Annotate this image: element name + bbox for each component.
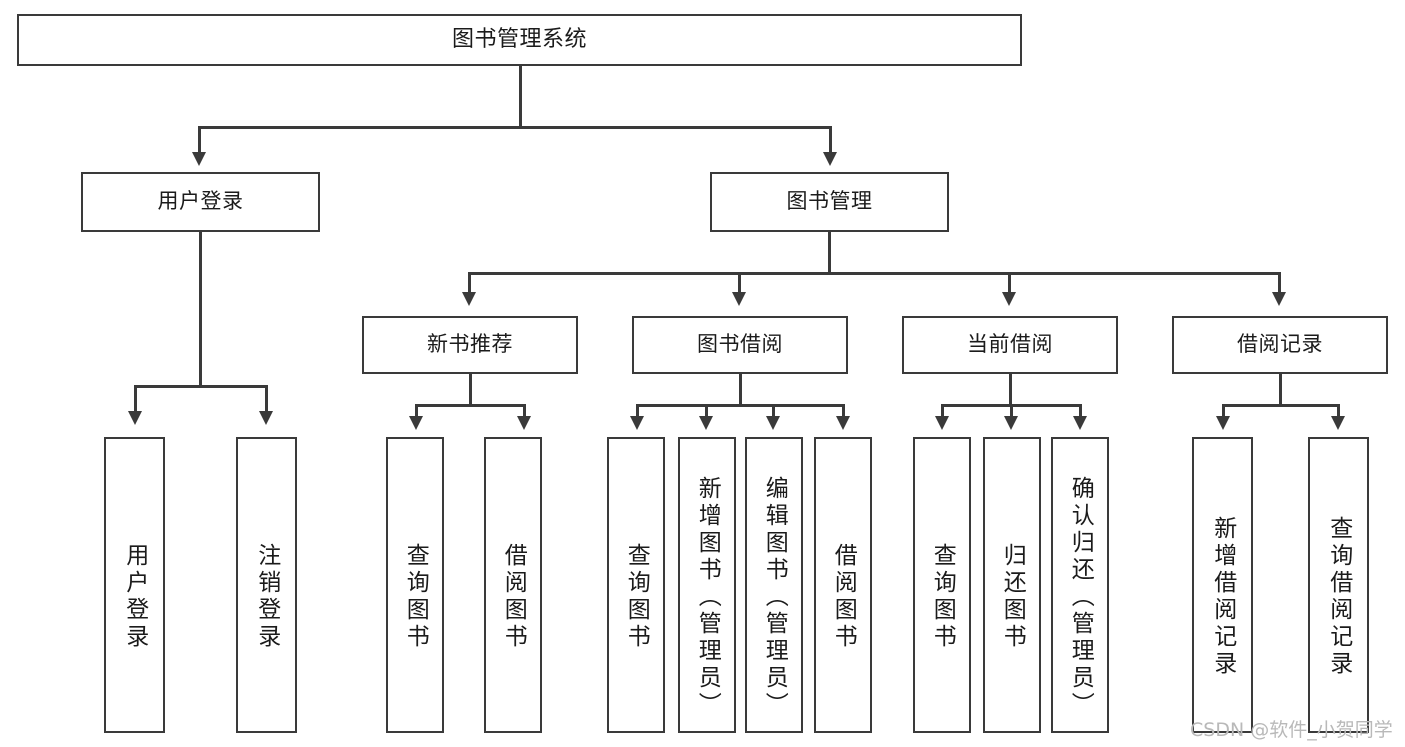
connector-bb-to-leaf-4: [842, 404, 845, 418]
connector-bb-to-leaf-3: [772, 404, 775, 418]
connector-borrow-record-bus: [1222, 404, 1339, 407]
node-label: 查询图书: [402, 543, 429, 651]
connector-user-login-to-leaf-1: [134, 385, 137, 413]
node-label: 归还图书: [999, 543, 1026, 651]
connector-cb-to-leaf-1: [941, 404, 944, 418]
connector-bm-to-current-borrow: [1008, 272, 1011, 294]
connector-user-login-to-leaf-2: [265, 385, 268, 413]
node-book-management[interactable]: 图书管理: [710, 172, 949, 232]
connector-root-stem: [519, 66, 522, 128]
arrowhead-cb-to-leaf-2: [1004, 416, 1018, 430]
node-label: 图书管理系统: [451, 26, 587, 52]
connector-borrow-record-stem: [1279, 374, 1282, 406]
node-borrow-record[interactable]: 借阅记录: [1172, 316, 1388, 374]
arrowhead-new-book-to-leaf-2: [517, 416, 531, 430]
connector-book-borrow-stem: [739, 374, 742, 406]
connector-cb-to-leaf-2: [1010, 404, 1013, 418]
leaf-new-book-query-book[interactable]: 查询图书: [386, 437, 444, 733]
leaf-book-borrow-add-book-admin[interactable]: 新增图书（管理员）: [678, 437, 736, 733]
node-label: 借阅图书: [500, 543, 527, 651]
arrowhead-br-to-leaf-2: [1331, 416, 1345, 430]
leaf-book-borrow-query-book[interactable]: 查询图书: [607, 437, 665, 733]
leaf-book-borrow-edit-book-admin[interactable]: 编辑图书（管理员）: [745, 437, 803, 733]
connector-new-book-stem: [469, 374, 472, 406]
node-label: 用户登录: [157, 189, 244, 214]
arrowhead-bb-to-leaf-4: [836, 416, 850, 430]
leaf-borrow-record-add-record[interactable]: 新增借阅记录: [1192, 437, 1253, 733]
connector-bb-to-leaf-1: [636, 404, 639, 418]
node-label: 编辑图书（管理员）: [761, 475, 788, 719]
arrowhead-bm-to-borrow-record: [1272, 292, 1286, 306]
node-label: 借阅记录: [1237, 332, 1323, 357]
connector-bm-to-book-borrow: [738, 272, 741, 294]
arrowhead-cb-to-leaf-1: [935, 416, 949, 430]
connector-book-management-stem: [828, 232, 831, 274]
arrowhead-root-to-user-login: [192, 152, 206, 166]
node-new-book-recommend[interactable]: 新书推荐: [362, 316, 578, 374]
arrowhead-bb-to-leaf-1: [630, 416, 644, 430]
node-label: 新增借阅记录: [1209, 516, 1236, 678]
leaf-current-borrow-query-book[interactable]: 查询图书: [913, 437, 971, 733]
node-book-borrow[interactable]: 图书借阅: [632, 316, 848, 374]
arrowhead-new-book-to-leaf-1: [409, 416, 423, 430]
leaf-user-login-login[interactable]: 用户登录: [104, 437, 165, 733]
arrowhead-bb-to-leaf-2: [699, 416, 713, 430]
connector-new-book-to-leaf-2: [523, 404, 526, 418]
connector-user-login-bus: [134, 385, 267, 388]
node-label: 图书借阅: [697, 332, 783, 357]
arrowhead-bm-to-book-borrow: [732, 292, 746, 306]
leaf-borrow-record-query-record[interactable]: 查询借阅记录: [1308, 437, 1369, 733]
leaf-user-login-logout[interactable]: 注销登录: [236, 437, 297, 733]
arrowhead-bm-to-current-borrow: [1002, 292, 1016, 306]
connector-bm-to-new-book: [468, 272, 471, 294]
node-current-borrow[interactable]: 当前借阅: [902, 316, 1118, 374]
connector-user-login-stem: [199, 232, 202, 387]
connector-cb-to-leaf-3: [1079, 404, 1082, 418]
node-label: 查询图书: [623, 543, 650, 651]
node-label: 用户登录: [121, 543, 148, 651]
connector-new-book-bus: [415, 404, 525, 407]
connector-bm-to-borrow-record: [1278, 272, 1281, 294]
arrowhead-root-to-book-management: [823, 152, 837, 166]
arrowhead-br-to-leaf-1: [1216, 416, 1230, 430]
leaf-new-book-borrow-book[interactable]: 借阅图书: [484, 437, 542, 733]
node-label: 新书推荐: [427, 332, 513, 357]
node-label: 查询图书: [929, 543, 956, 651]
leaf-book-borrow-borrow-book[interactable]: 借阅图书: [814, 437, 872, 733]
node-label: 确认归还（管理员）: [1067, 475, 1094, 719]
connector-book-management-bus: [468, 272, 1280, 275]
arrowhead-bb-to-leaf-3: [766, 416, 780, 430]
connector-br-to-leaf-1: [1222, 404, 1225, 418]
arrowhead-user-login-to-leaf-2: [259, 411, 273, 425]
connector-root-bus: [198, 126, 832, 129]
connector-br-to-leaf-2: [1337, 404, 1340, 418]
leaf-current-borrow-confirm-return-admin[interactable]: 确认归还（管理员）: [1051, 437, 1109, 733]
node-label: 借阅图书: [830, 543, 857, 651]
connector-root-to-book-management: [829, 126, 832, 154]
connector-root-to-user-login: [198, 126, 201, 154]
arrowhead-bm-to-new-book: [462, 292, 476, 306]
node-book-management-system[interactable]: 图书管理系统: [17, 14, 1022, 66]
node-label: 注销登录: [253, 543, 280, 651]
leaf-current-borrow-return-book[interactable]: 归还图书: [983, 437, 1041, 733]
connector-current-borrow-stem: [1009, 374, 1012, 406]
node-label: 查询借阅记录: [1325, 516, 1352, 678]
connector-new-book-to-leaf-1: [415, 404, 418, 418]
connector-bb-to-leaf-2: [705, 404, 708, 418]
node-label: 图书管理: [786, 189, 873, 214]
node-user-login[interactable]: 用户登录: [81, 172, 320, 232]
arrowhead-user-login-to-leaf-1: [128, 411, 142, 425]
connector-book-borrow-bus: [636, 404, 844, 407]
node-label: 当前借阅: [967, 332, 1053, 357]
watermark: CSDN @软件_小贺同学: [1190, 719, 1393, 741]
arrowhead-cb-to-leaf-3: [1073, 416, 1087, 430]
node-label: 新增图书（管理员）: [694, 475, 721, 719]
